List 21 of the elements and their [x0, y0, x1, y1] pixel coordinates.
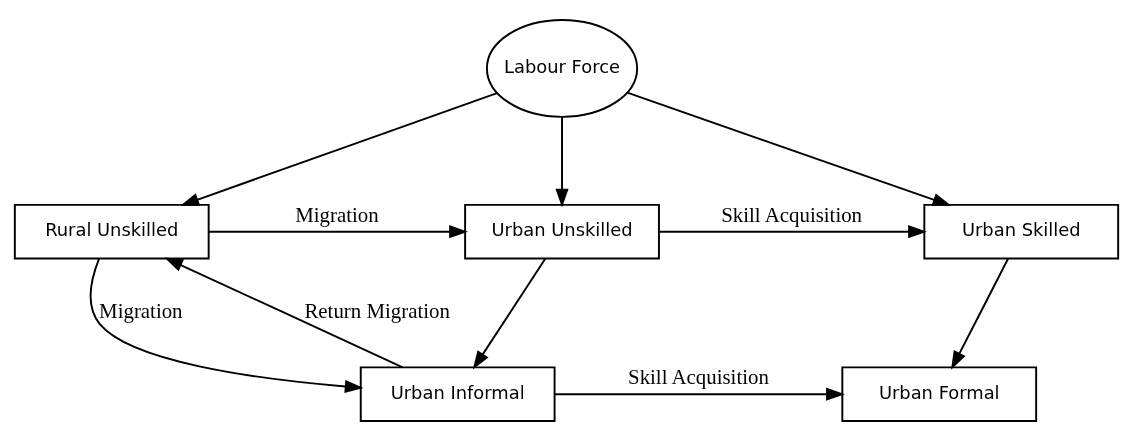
edge-label: Migration [295, 202, 379, 227]
node-box: Urban Formal [841, 365, 1038, 422]
arrow [554, 387, 845, 401]
arrow [180, 91, 498, 206]
arrow [472, 257, 547, 370]
edge-label: Migration [99, 298, 183, 323]
arrow [89, 257, 364, 393]
edge-label: Skill Acquisition [628, 364, 769, 389]
node-box: Urban Skilled [923, 203, 1120, 259]
node-box: Urban Unskilled [464, 203, 660, 259]
arrow [555, 115, 569, 208]
arrow [951, 257, 1010, 370]
arrow [207, 224, 468, 238]
arrow [164, 256, 404, 368]
node-box: Rural Unskilled [13, 203, 210, 259]
edge-label: Skill Acquisition [721, 202, 863, 227]
node-ellipse: Labour Force [485, 18, 639, 118]
node-box: Urban Informal [359, 365, 556, 422]
arrow [626, 91, 952, 206]
arrow [658, 224, 927, 238]
edge-label: Return Migration [304, 298, 450, 323]
